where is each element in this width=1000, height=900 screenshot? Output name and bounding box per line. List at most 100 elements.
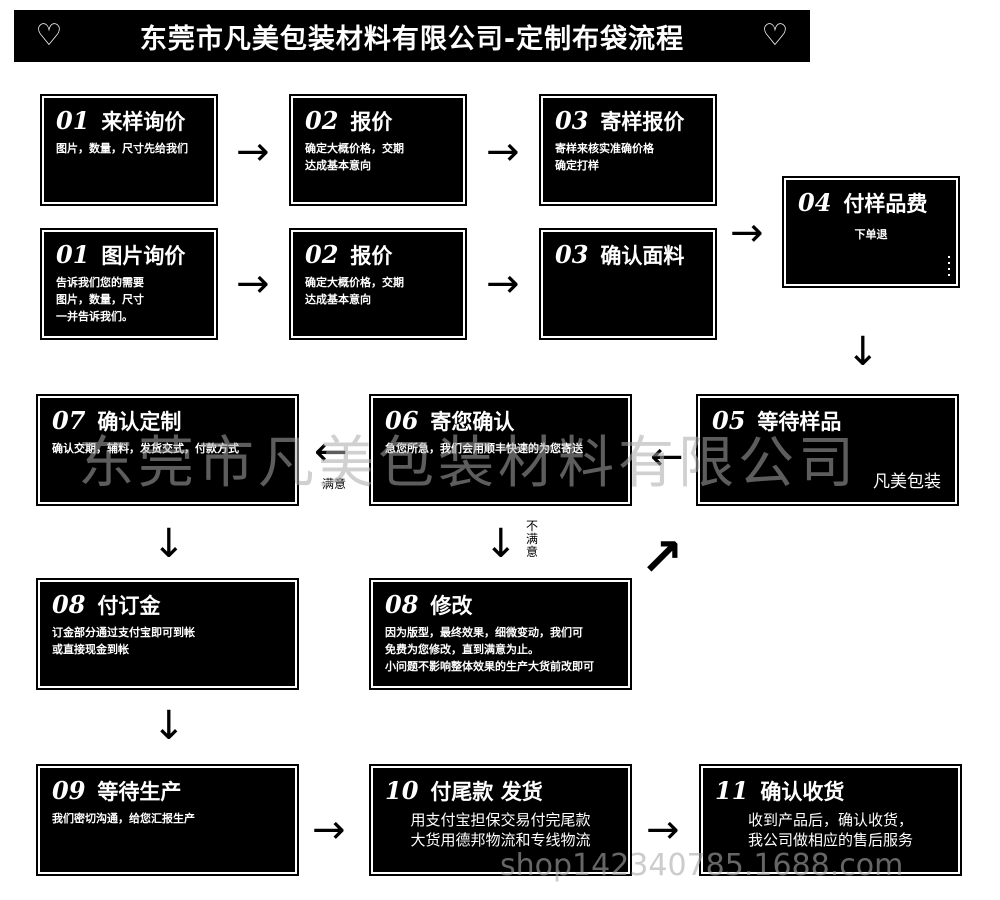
step-number: 01 [56, 106, 90, 135]
satisfied-label: 满意 [322, 477, 347, 491]
step-description-line: 一并告诉我们。 [56, 310, 133, 323]
step-label: 确认面料 [600, 244, 685, 268]
step-label: 修改 [430, 594, 473, 618]
step-label: 寄您确认 [430, 410, 515, 434]
page-title: 东莞市凡美包装材料有限公司-定制布袋流程 [139, 23, 685, 55]
step-head: 03 寄样报价 [555, 106, 701, 136]
step-number: 03 [555, 106, 589, 135]
step-description-line: 小问题不影响整体效果的生产大货前改即可 [385, 660, 594, 673]
step-label: 等待生产 [97, 780, 182, 804]
arrow-left-icon: ← [650, 434, 684, 480]
arrow-right-icon: → [730, 210, 764, 256]
step-number: 07 [52, 406, 86, 435]
step-description: 因为版型，最终效果，细微变动，我们可免费为您修改，直到满意为止。小问题不影响整体… [385, 624, 616, 675]
step-description-line: 因为版型，最终效果，细微变动，我们可 [385, 626, 583, 639]
step-number: 09 [52, 776, 86, 805]
step-number: 02 [305, 240, 339, 269]
step-06-send-confirm: 06 寄您确认急您所急，我们会用顺丰快速的为您寄送 [369, 394, 632, 506]
step-number: 06 [385, 406, 419, 435]
arrow-right-icon: → [486, 129, 520, 175]
step-label: 付尾款 发货 [430, 780, 543, 804]
step-description-line: 寄样来核实准确价格 [555, 142, 654, 155]
step-description: 订金部分通过支付宝即可到帐或直接现金到帐 [52, 624, 283, 658]
step-09-await-production: 09 等待生产我们密切沟通，给您汇报生产 [36, 764, 299, 876]
step-number: 01 [56, 240, 90, 269]
step-number: 11 [715, 776, 749, 805]
step-label: 确认定制 [97, 410, 182, 434]
step-head: 09 等待生产 [52, 776, 283, 806]
arrow-diagonal-icon: ↗ [640, 528, 684, 588]
step-description-line: 我公司做相应的售后服务 [747, 831, 913, 849]
step-11-confirm-receipt: 11 确认收货收到产品后，确认收货， 我公司做相应的售后服务 [699, 764, 962, 876]
dots-decoration [948, 256, 950, 276]
step-number: 05 [712, 406, 746, 435]
step-head: 01 图片询价 [56, 240, 202, 270]
step-label: 寄样报价 [600, 110, 685, 134]
step-head: 06 寄您确认 [385, 406, 616, 436]
arrow-right-icon: → [646, 807, 680, 853]
step-label: 来样询价 [101, 110, 186, 134]
step-number: 03 [555, 240, 589, 269]
arrow-right-icon: → [312, 807, 346, 853]
step-description: 确定大概价格，交期达成基本意向 [305, 274, 451, 308]
step-number: 08 [52, 590, 86, 619]
step-head: 07 确认定制 [52, 406, 283, 436]
step-description: 急您所急，我们会用顺丰快速的为您寄送 [385, 440, 616, 457]
step-description: 用支付宝担保交易付完尾款大货用德邦物流和专线物流 [385, 810, 616, 850]
step-description-line: 免费为您修改，直到满意为止。 [385, 643, 539, 656]
step-description-line: 收到产品后，确认收货， [747, 811, 913, 829]
step-label: 图片询价 [101, 244, 186, 268]
step-number: 04 [798, 188, 832, 217]
step-label: 等待样品 [757, 410, 842, 434]
step-description-line: 我们密切沟通，给您汇报生产 [52, 812, 195, 825]
step-description-line: 确定大概价格，交期 [305, 142, 404, 155]
step-head: 11 确认收货 [715, 776, 946, 806]
step-head: 04 付样品费 [798, 188, 944, 218]
arrow-down-icon: ↓ [484, 521, 518, 567]
step-head: 05 等待样品 [712, 406, 943, 436]
step-description: 我们密切沟通，给您汇报生产 [52, 810, 283, 827]
step-03-confirm-fabric: 03 确认面料 [539, 228, 717, 340]
step-description-line: 订金部分通过支付宝即可到帐 [52, 626, 195, 639]
arrow-right-icon: → [236, 261, 270, 307]
step-description-line: 急您所急，我们会用顺丰快速的为您寄送 [385, 442, 583, 455]
arrow-right-icon: → [486, 261, 520, 307]
step-description: 确认交期，辅料，发货交式，付款方式 [52, 440, 283, 457]
step-01-image-inquiry: 01 图片询价告诉我们您的需要图片，数量，尺寸一并告诉我们。 [40, 228, 218, 340]
step-description-line: 用支付宝担保交易付完尾款 [410, 811, 591, 829]
step-head: 03 确认面料 [555, 240, 701, 270]
step-description: 确定大概价格，交期达成基本意向 [305, 140, 451, 174]
step-corner-brand: 凡美包装 [873, 472, 941, 492]
step-05-await-sample: 05 等待样品凡美包装 [696, 394, 959, 506]
step-number: 08 [385, 590, 419, 619]
step-02-quote-b: 02 报价确定大概价格，交期达成基本意向 [289, 228, 467, 340]
step-label: 报价 [350, 244, 393, 268]
step-description: 寄样来核实准确价格确定打样 [555, 140, 701, 174]
step-label: 付样品费 [843, 192, 928, 216]
step-description: 图片，数量，尺寸先给我们 [56, 140, 202, 157]
step-label: 确认收货 [760, 780, 845, 804]
unsatisfied-label: 不 满 意 [526, 519, 539, 559]
step-number: 02 [305, 106, 339, 135]
step-description-line: 确定打样 [555, 159, 599, 172]
step-description: 告诉我们您的需要图片，数量，尺寸一并告诉我们。 [56, 274, 202, 325]
step-description-line: 达成基本意向 [305, 293, 371, 306]
step-01-sample-inquiry: 01 来样询价图片，数量，尺寸先给我们 [40, 94, 218, 206]
arrow-right-icon: → [236, 129, 270, 175]
step-07-confirm-custom: 07 确认定制确认交期，辅料，发货交式，付款方式 [36, 394, 299, 506]
step-04-sample-fee: 04 付样品费下单退 [782, 176, 960, 288]
heart-right-icon: ♡ [761, 18, 789, 53]
step-description: 收到产品后，确认收货， 我公司做相应的售后服务 [715, 810, 946, 850]
arrow-down-icon: ↓ [846, 329, 880, 375]
step-head: 08 修改 [385, 590, 616, 620]
step-description: 下单退 [798, 226, 944, 243]
step-description-line: 告诉我们您的需要 [56, 276, 144, 289]
arrow-left-icon: ← [314, 429, 348, 475]
title-bar: ♡ 东莞市凡美包装材料有限公司-定制布袋流程 ♡ [14, 10, 810, 62]
